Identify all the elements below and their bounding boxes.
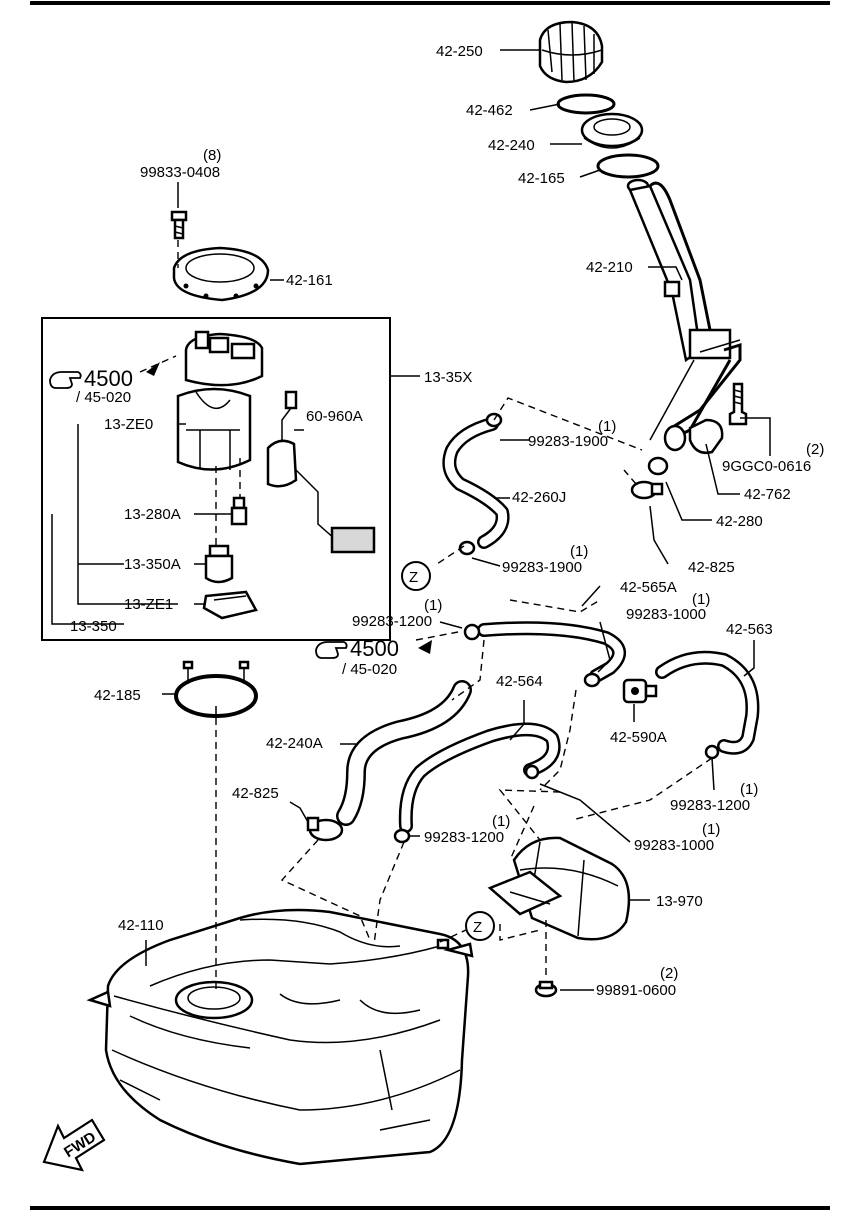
hose-42-564 <box>398 722 561 833</box>
qty-1-c: (1) <box>692 591 710 608</box>
grommet-42-280 <box>647 456 669 476</box>
label-42-210: 42-210 <box>586 259 633 276</box>
bolt-99833-0408 <box>170 210 188 240</box>
pump-assembly-box <box>41 317 391 641</box>
ref-arrow-a <box>146 362 160 376</box>
filler-pipe-42-210 <box>626 178 742 442</box>
label-99833-0408: 99833-0408 <box>140 164 220 181</box>
label-13-ze1: 13-ZE1 <box>124 596 173 613</box>
label-99283-1200-a: 99283-1200 <box>352 613 432 630</box>
clamp-99283-1200-lower <box>393 828 411 844</box>
clamp-99283-1200-mid <box>463 623 481 641</box>
qty-1-e: (1) <box>740 781 758 798</box>
pressure-regulator-13-280a <box>230 496 248 526</box>
qty-8: (8) <box>203 147 221 164</box>
dashes <box>139 355 713 990</box>
label-42-165: 42-165 <box>518 170 565 187</box>
pointing-hand-icon <box>49 371 82 389</box>
ref-4500-a: 4500 <box>84 366 133 391</box>
label-13-970: 13-970 <box>656 893 703 910</box>
label-42-240: 42-240 <box>488 137 535 154</box>
label-13-280a: 13-280A <box>124 506 181 523</box>
valve-42-762 <box>663 418 724 454</box>
label-13-350a: 13-350A <box>124 556 181 573</box>
qty-1-b: (1) <box>570 543 588 560</box>
qty-2-b: (2) <box>660 965 678 982</box>
label-42-590a: 42-590A <box>610 729 667 746</box>
hose-42-260j <box>442 417 510 549</box>
pump-dashes <box>215 458 241 546</box>
valve-42-590a <box>622 678 658 704</box>
label-42-825-a: 42-825 <box>688 559 735 576</box>
o-ring-42-165 <box>596 153 660 179</box>
marker-z-b: Z <box>465 911 495 941</box>
gasket-42-185 <box>174 660 258 718</box>
ref-45-020-a: / 45-020 <box>76 389 131 406</box>
label-42-825-b: 42-825 <box>232 785 279 802</box>
label-60-960a: 60-960A <box>306 408 363 425</box>
hose-42-563 <box>655 650 760 755</box>
label-13-350: 13-350 <box>70 618 117 635</box>
label-42-240a: 42-240A <box>266 735 323 752</box>
ref-4500-b: 4500 <box>350 636 399 661</box>
fuel-filter-13-350a <box>204 544 234 584</box>
label-42-462: 42-462 <box>466 102 513 119</box>
label-42-250: 42-250 <box>436 43 483 60</box>
label-99283-1000-b: 99283-1000 <box>634 837 714 854</box>
label-42-110: 42-110 <box>118 917 164 934</box>
canister-13-970 <box>487 836 631 941</box>
label-42-280: 42-280 <box>716 513 763 530</box>
label-13-35x: 13-35X <box>424 369 472 386</box>
label-42-565a: 42-565A <box>620 579 677 596</box>
label-99283-1200-c: 99283-1200 <box>424 829 504 846</box>
label-42-161: 42-161 <box>286 272 333 289</box>
nut-99891-0600 <box>534 980 558 998</box>
fuel-cap <box>538 20 604 84</box>
clamp-42-825-lower <box>306 816 344 842</box>
label-42-563: 42-563 <box>726 621 773 638</box>
clamp-99283-1000-mid <box>583 672 601 688</box>
label-42-564: 42-564 <box>496 673 543 690</box>
fuel-pump-unit-13-ze0 <box>176 330 264 471</box>
ref-arrow-b <box>418 640 432 654</box>
clamp-99283-1000-lower <box>524 764 540 780</box>
filler-ring-42-240 <box>580 112 644 149</box>
hose-42-565a <box>477 621 626 683</box>
ref-45-020-b: / 45-020 <box>342 661 397 678</box>
svg-text:Z: Z <box>409 569 418 586</box>
o-ring-42-462 <box>556 93 616 115</box>
label-42-185: 42-185 <box>94 687 141 704</box>
label-99283-1900-a: 99283-1900 <box>528 433 608 450</box>
svg-text:Z: Z <box>473 919 482 936</box>
label-99283-1000-a: 99283-1000 <box>626 606 706 623</box>
qty-2-a: (2) <box>806 441 824 458</box>
qty-1-g: (1) <box>702 821 720 838</box>
qty-1-f: (1) <box>492 813 510 830</box>
label-99283-1200-b: 99283-1200 <box>670 797 750 814</box>
label-42-762: 42-762 <box>744 486 791 503</box>
marker-z-a: Z <box>401 561 431 591</box>
clamp-42-825-upper <box>630 480 664 500</box>
hose-42-240a <box>336 680 472 826</box>
label-99891-0600: 99891-0600 <box>596 982 676 999</box>
leaders <box>51 49 771 991</box>
label-9ggc0-0616: 9GGC0-0616 <box>722 458 811 475</box>
label-99283-1900-b: 99283-1900 <box>502 559 582 576</box>
label-42-260j: 42-260J <box>512 489 566 506</box>
fuel-tank-42-110 <box>86 908 474 1166</box>
pointing-hand-icon <box>315 641 348 659</box>
label-13-ze0: 13-ZE0 <box>104 416 153 433</box>
lock-ring-42-161 <box>172 246 270 302</box>
strainer-13-ze1 <box>202 590 258 620</box>
qty-1-a: (1) <box>598 418 616 435</box>
sender-unit-60-960a <box>266 390 376 554</box>
qty-1-d: (1) <box>424 597 442 614</box>
fwd-arrow-icon: FWD <box>42 1118 106 1172</box>
bolt-9ggc0-0616 <box>728 382 748 426</box>
clamp-99283-1200-right <box>704 744 720 760</box>
